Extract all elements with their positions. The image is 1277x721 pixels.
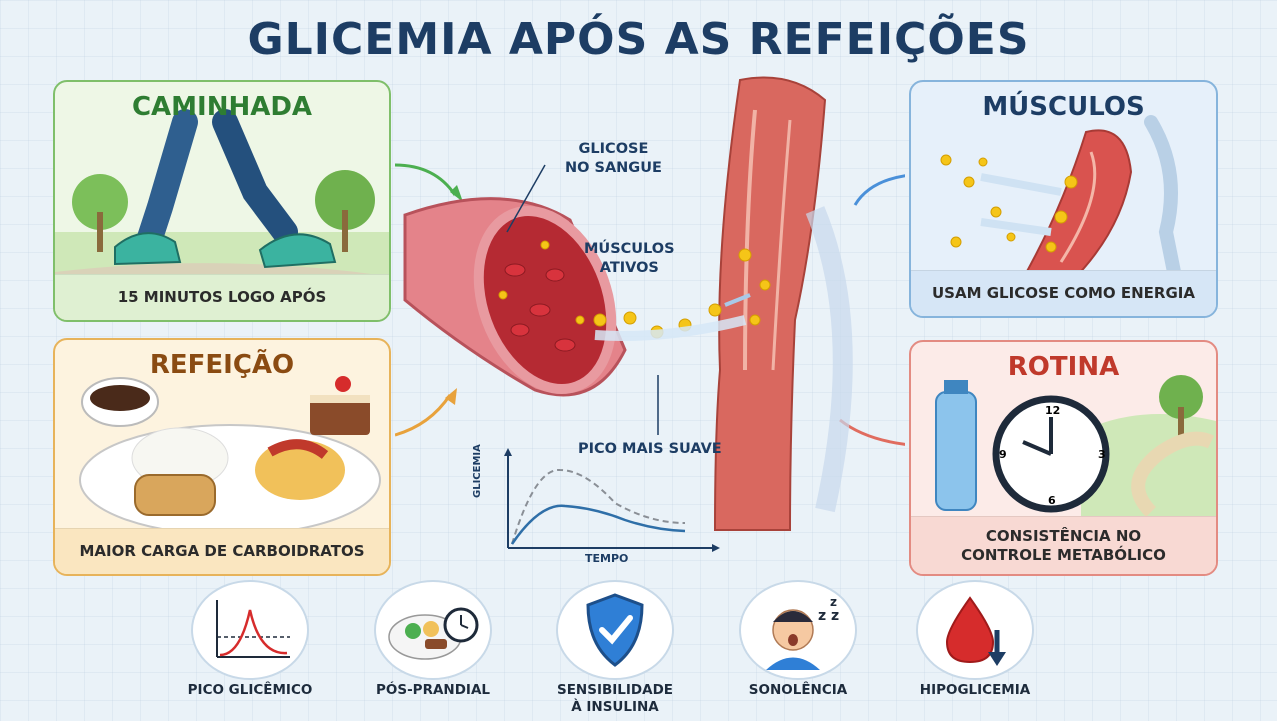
bottom-item-drowsiness: z z z SONOLÊNCIA bbox=[723, 580, 873, 699]
drowsiness-label: SONOLÊNCIA bbox=[748, 682, 848, 698]
blood-drop-down-icon bbox=[916, 580, 1034, 680]
chart-xlabel: TEMPO bbox=[585, 552, 629, 565]
blood-vessel-muscle-illustration bbox=[395, 76, 905, 531]
walking-card-title: CAMINHADA bbox=[131, 92, 313, 122]
sleepy-person-icon: z z z bbox=[739, 580, 857, 680]
insulin-sensitivity-line2: À INSULINA bbox=[571, 699, 659, 715]
svg-text:z: z bbox=[830, 595, 837, 609]
glucose-label-line2: NO SANGUE bbox=[565, 160, 662, 176]
meal-arrow bbox=[395, 394, 452, 437]
bottom-item-hypoglycemia: HIPOGLICEMIA bbox=[900, 580, 1050, 699]
glucose-in-blood-label: GLICOSE NO SANGUE bbox=[565, 140, 662, 178]
muscles-card-caption: USAM GLICOSE COMO ENERGIA bbox=[911, 270, 1216, 316]
routine-caption-line2: CONTROLE METABÓLICO bbox=[961, 545, 1166, 564]
postprandial-label: PÓS-PRANDIAL bbox=[375, 682, 490, 698]
active-muscles-line1: MÚSCULOS bbox=[584, 241, 675, 257]
routine-card-title: ROTINA bbox=[1007, 352, 1120, 382]
no-walk-curve bbox=[511, 468, 686, 545]
shield-check-icon bbox=[556, 580, 674, 680]
bottom-item-glycemic-peak: PICO GLICÊMICO bbox=[175, 580, 325, 699]
routine-illustration: 12 3 6 9 bbox=[935, 375, 1216, 522]
walking-card-caption: 15 MINUTOS LOGO APÓS bbox=[55, 274, 389, 320]
muscle-arrow bbox=[853, 174, 905, 206]
routine-card-caption: CONSISTÊNCIA NO CONTROLE METABÓLICO bbox=[911, 516, 1216, 574]
walking-illustration bbox=[55, 109, 389, 320]
walk-curve bbox=[510, 504, 686, 545]
svg-text:3: 3 bbox=[1098, 448, 1106, 461]
walk-arrow bbox=[395, 163, 457, 196]
glucose-label-line1: GLICOSE bbox=[578, 141, 649, 157]
active-muscles-line2: ATIVOS bbox=[599, 260, 659, 276]
page-title: GLICEMIA APÓS AS REFEIÇÕES bbox=[247, 14, 1030, 65]
walking-card: CAMINHADA 15 MINUTOS LOGO APÓS bbox=[53, 80, 391, 322]
glycemia-chart-svg bbox=[504, 448, 720, 552]
softer-peak-label: PICO MAIS SUAVE bbox=[578, 441, 722, 457]
svg-text:z z: z z bbox=[818, 608, 839, 624]
glycemia-chart: GLICEMIA TEMPO bbox=[472, 444, 725, 573]
chart-ylabel: GLICEMIA bbox=[472, 444, 483, 498]
meal-card-title: REFEIÇÃO bbox=[149, 350, 295, 380]
meal-plate-illustration bbox=[79, 376, 381, 536]
svg-text:9: 9 bbox=[999, 448, 1007, 461]
active-muscles-label: MÚSCULOS ATIVOS bbox=[584, 240, 675, 278]
bottom-item-postprandial: PÓS-PRANDIAL bbox=[358, 580, 508, 699]
bottom-item-insulin-sensitivity: SENSIBILIDADE À INSULINA bbox=[540, 580, 690, 716]
svg-text:12: 12 bbox=[1045, 404, 1060, 417]
meal-card: REFEIÇÃO MAIOR CARGA DE CARBOIDRATOS bbox=[53, 338, 391, 576]
muscles-card: MÚSCULOS USAM GLICOSE COMO ENERGIA bbox=[909, 80, 1218, 318]
glycemic-peak-icon bbox=[191, 580, 309, 680]
routine-caption-line1: CONSISTÊNCIA NO bbox=[985, 526, 1142, 545]
muscles-card-title: MÚSCULOS bbox=[982, 92, 1145, 122]
insulin-sensitivity-label: SENSIBILIDADE À INSULINA bbox=[540, 682, 690, 716]
glycemic-peak-label: PICO GLICÊMICO bbox=[187, 682, 313, 698]
routine-card: 12 3 6 9 ROTINA CONSISTÊNCIA NO CONTROLE… bbox=[909, 340, 1218, 576]
insulin-sensitivity-line1: SENSIBILIDADE bbox=[556, 682, 673, 698]
routine-arrow bbox=[839, 418, 905, 446]
hypoglycemia-label: HIPOGLICEMIA bbox=[919, 682, 1031, 698]
muscle-illustration bbox=[940, 115, 1183, 289]
meal-card-caption: MAIOR CARGA DE CARBOIDRATOS bbox=[55, 528, 389, 574]
meal-clock-icon bbox=[374, 580, 492, 680]
svg-text:6: 6 bbox=[1048, 494, 1056, 507]
